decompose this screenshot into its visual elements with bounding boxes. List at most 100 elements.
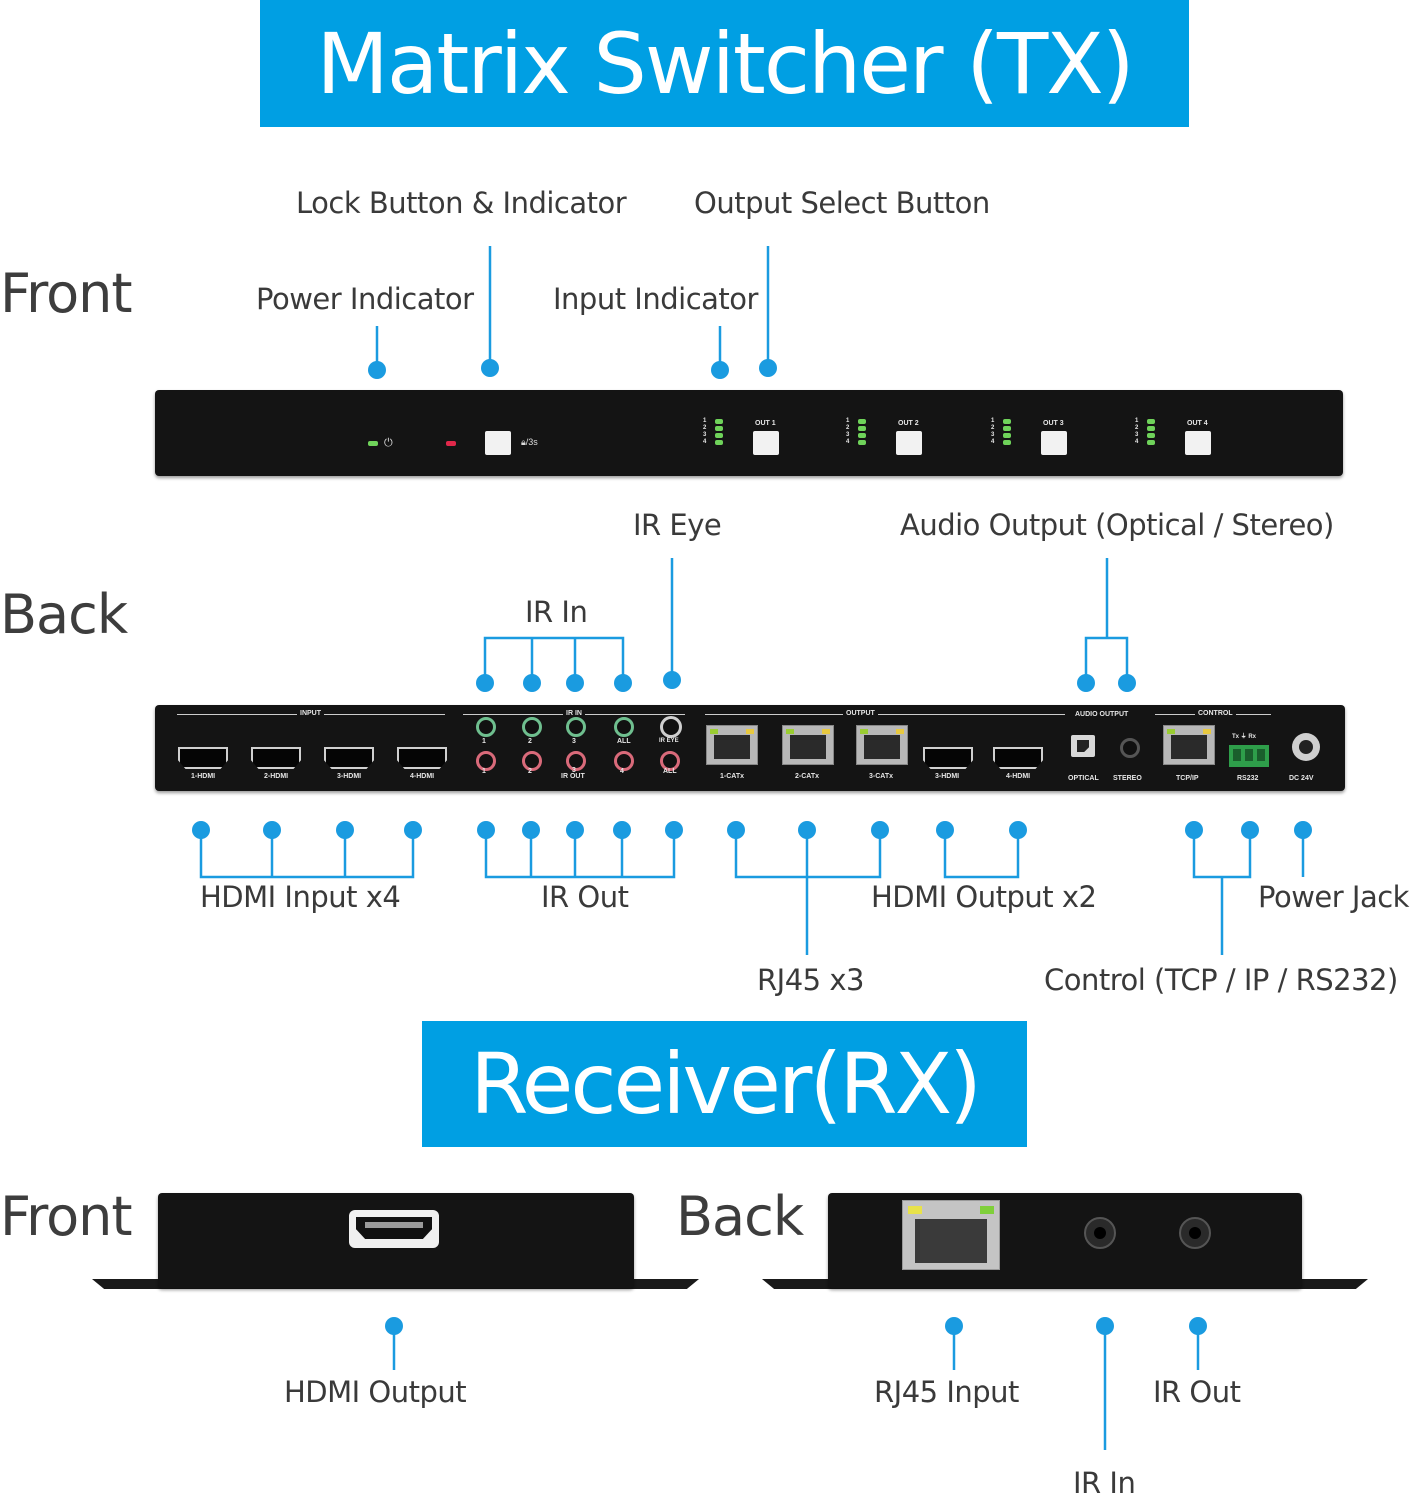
- ir-out-jack-all[interactable]: [660, 751, 680, 771]
- optical-label: OPTICAL: [1068, 775, 1099, 782]
- input-led: [715, 440, 723, 445]
- ir-out-jack-2[interactable]: [522, 751, 542, 771]
- out-label: OUT 3: [1043, 420, 1064, 427]
- output-group-line: [705, 714, 1065, 715]
- power-icon: ⏻: [384, 436, 393, 449]
- hdmi-output-port-4[interactable]: [993, 747, 1043, 769]
- ir-in-jack-all[interactable]: [614, 717, 634, 737]
- rx-ir-out-jack[interactable]: [1179, 1217, 1211, 1249]
- catx-label-3: 3-CATx: [869, 773, 893, 780]
- tx-back-label: Back: [0, 583, 128, 646]
- ir-out-jack-3[interactable]: [566, 751, 586, 771]
- input-led: [1147, 426, 1155, 431]
- out-label: OUT 1: [755, 420, 776, 427]
- hdmi-output-label-4: 4-HDMI: [1006, 773, 1031, 780]
- tcpip-label: TCP/IP: [1176, 775, 1199, 782]
- hdmi-input-port-2[interactable]: [251, 747, 301, 769]
- input-led: [1147, 433, 1155, 438]
- rx-rj45-port[interactable]: [902, 1200, 1000, 1270]
- hdmi-input-label-2: 2-HDMI: [264, 773, 289, 780]
- callout-ir-out: IR Out: [541, 880, 629, 914]
- lock-icon: 🔒︎/3s: [521, 437, 538, 447]
- hdmi-output-label-3: 3-HDMI: [935, 773, 960, 780]
- ir-out-jack-4[interactable]: [614, 751, 634, 771]
- tx-title-banner: Matrix Switcher (TX): [260, 0, 1189, 127]
- ir-out-num-4: 4: [620, 768, 624, 775]
- rx-ir-in-jack[interactable]: [1084, 1217, 1116, 1249]
- input-num-label-2: 2: [991, 425, 995, 431]
- catx-port-1[interactable]: [706, 725, 758, 765]
- catx-port-2[interactable]: [782, 725, 834, 765]
- tcpip-port[interactable]: [1163, 725, 1215, 765]
- out-label: OUT 2: [898, 420, 919, 427]
- rx-front-body: [158, 1193, 634, 1288]
- input-num-label-3: 3: [846, 432, 850, 438]
- input-num-label-4: 4: [846, 439, 850, 445]
- lock-hold-text: /3s: [525, 437, 538, 447]
- group-audio: AUDIO OUTPUT: [1075, 711, 1129, 718]
- callout-output-select: Output Select Button: [694, 186, 990, 220]
- callout-power-indicator: Power Indicator: [256, 282, 474, 316]
- ir-in-num-1: 1: [482, 738, 486, 745]
- input-num-label-1: 1: [846, 418, 850, 424]
- input-led: [858, 433, 866, 438]
- input-led: [1003, 433, 1011, 438]
- input-led: [1003, 426, 1011, 431]
- rx-hdmi-port[interactable]: [349, 1210, 439, 1248]
- ir-in-num-3: 3: [572, 738, 576, 745]
- callout-ir-in: IR In: [525, 595, 588, 629]
- callout-hdmi-output-x2: HDMI Output x2: [871, 880, 1097, 914]
- hdmi-output-port-3[interactable]: [923, 747, 973, 769]
- callout-rx-rj45-input: RJ45 Input: [874, 1375, 1019, 1409]
- hdmi-input-port-4[interactable]: [397, 747, 447, 769]
- group-output: OUTPUT: [843, 710, 878, 717]
- ir-out-num-3: 3: [572, 767, 576, 774]
- ir-eye-jack[interactable]: [660, 716, 682, 738]
- rx-back-body: [828, 1193, 1302, 1288]
- output-select-button-3[interactable]: [1041, 431, 1067, 455]
- callout-lock-button: Lock Button & Indicator: [296, 186, 627, 220]
- rs232-pins-label: Tx ⏚ Rx: [1232, 734, 1257, 740]
- ir-in-jack-3[interactable]: [566, 717, 586, 737]
- input-num-label-2: 2: [846, 425, 850, 431]
- ir-out-num-all: ALL: [663, 768, 677, 775]
- ir-in-jack-2[interactable]: [522, 717, 542, 737]
- input-num-label-4: 4: [703, 439, 707, 445]
- input-num-label-2: 2: [1135, 425, 1139, 431]
- optical-port[interactable]: [1071, 735, 1095, 757]
- ir-in-jack-1[interactable]: [476, 717, 496, 737]
- ir-out-jack-1[interactable]: [476, 751, 496, 771]
- input-led: [1003, 440, 1011, 445]
- tx-front-label: Front: [0, 262, 133, 325]
- input-num-label-1: 1: [991, 418, 995, 424]
- rx-title-banner: Receiver(RX): [422, 1021, 1027, 1147]
- input-led: [715, 419, 723, 424]
- hdmi-input-port-3[interactable]: [324, 747, 374, 769]
- input-num-label-1: 1: [1135, 418, 1139, 424]
- rs232-terminal[interactable]: [1229, 745, 1269, 767]
- callout-rx-ir-in: IR In: [1073, 1466, 1136, 1500]
- hdmi-input-port-1[interactable]: [178, 747, 228, 769]
- input-num-label-3: 3: [1135, 432, 1139, 438]
- hdmi-input-label-4: 4-HDMI: [410, 773, 435, 780]
- out-label: OUT 4: [1187, 420, 1208, 427]
- output-select-button-2[interactable]: [896, 431, 922, 455]
- ir-eye-label: IR EYE: [659, 738, 679, 744]
- input-led: [858, 419, 866, 424]
- output-select-button-1[interactable]: [753, 431, 779, 455]
- lock-button[interactable]: [485, 431, 511, 455]
- catx-label-1: 1-CATx: [720, 773, 744, 780]
- stereo-jack[interactable]: [1120, 738, 1140, 758]
- input-num-label-2: 2: [703, 425, 707, 431]
- input-led: [1003, 419, 1011, 424]
- group-ir-out: IR OUT: [558, 773, 588, 780]
- output-select-button-4[interactable]: [1185, 431, 1211, 455]
- ir-out-num-1: 1: [482, 768, 486, 775]
- ir-in-num-all: ALL: [617, 738, 631, 745]
- stereo-label: STEREO: [1113, 775, 1142, 782]
- input-num-label-3: 3: [991, 432, 995, 438]
- dc-power-jack[interactable]: [1292, 733, 1320, 761]
- catx-port-3[interactable]: [856, 725, 908, 765]
- callout-input-indicator: Input Indicator: [553, 282, 758, 316]
